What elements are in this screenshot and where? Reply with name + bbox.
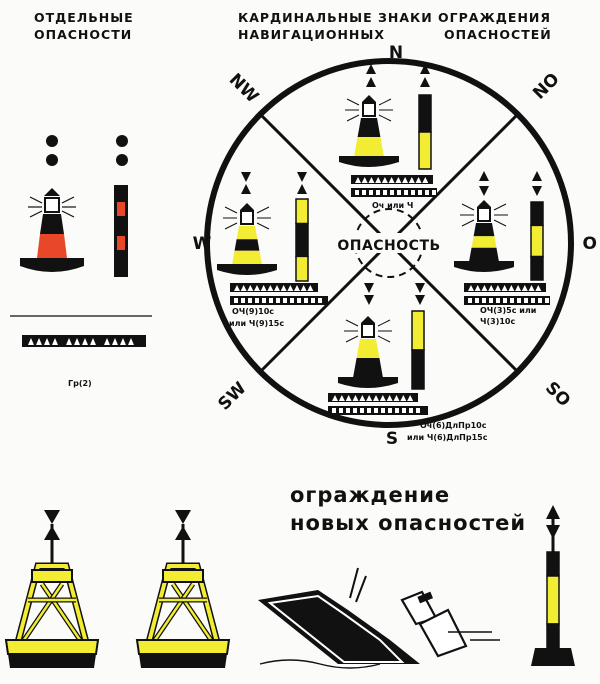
compass-letter-w: W bbox=[193, 234, 212, 254]
isolated-title-line1: ОТДЕЛЬНЫЕ bbox=[34, 10, 134, 25]
east-cardinal-marks bbox=[454, 171, 550, 305]
compass-letter-nw: NW bbox=[225, 70, 263, 108]
north-cardinal-marks bbox=[339, 64, 437, 197]
east-light-signal-2: Ч(3)10с bbox=[480, 317, 515, 326]
west-cardinal-marks bbox=[217, 172, 328, 305]
isolated-rhythm-label: Гр(2) bbox=[68, 379, 92, 388]
new-danger-spar-buoy bbox=[531, 505, 575, 666]
danger-center-label: ОПАСНОСТЬ bbox=[337, 238, 440, 254]
new-dangers-title-line1: ограждение bbox=[290, 483, 450, 507]
north-light-signal: Оч или Ч bbox=[372, 201, 413, 210]
compass-letter-o: O bbox=[583, 234, 597, 254]
compass-letter-no: NO bbox=[529, 69, 563, 103]
south-light-signal-2: или Ч(6)ДлПр15с bbox=[407, 433, 488, 442]
new-danger-pillar-buoy-2 bbox=[135, 510, 231, 668]
cardinal-title-line1: КАРДИНАЛЬНЫЕ ЗНАКИ ОГРАЖДЕНИЯ bbox=[238, 10, 551, 25]
isolated-danger-topmark-left bbox=[46, 135, 58, 166]
south-cardinal-marks bbox=[328, 283, 428, 415]
compass-letter-so: SO bbox=[541, 378, 574, 411]
west-light-signal-1: ОЧ(9)10с bbox=[232, 307, 274, 316]
new-danger-pillar-buoy-1 bbox=[4, 510, 100, 668]
east-light-signal-1: ОЧ(3)5с или bbox=[480, 306, 536, 315]
sinking-ship bbox=[258, 567, 500, 669]
cardinal-title-line2a: НАВИГАЦИОННЫХ bbox=[238, 27, 385, 42]
south-light-signal-1: Оч(6)ДлПр10с bbox=[420, 421, 487, 430]
isolated-danger-topmark-right bbox=[116, 135, 128, 166]
compass-letter-s: S bbox=[386, 429, 398, 449]
new-dangers-title-line2: новых опасностей bbox=[290, 511, 526, 535]
compass-letter-sw: SW bbox=[214, 378, 250, 414]
west-light-signal-2: или Ч(9)15с bbox=[229, 319, 284, 328]
isolated-danger-spar bbox=[114, 185, 128, 277]
isolated-light-rhythm-bar bbox=[22, 335, 146, 347]
isolated-title-line2: ОПАСНОСТИ bbox=[34, 27, 132, 42]
compass-letter-n: N bbox=[389, 43, 403, 63]
compass-rose bbox=[204, 58, 574, 428]
cardinal-title-line2b: ОПАСНОСТЕЙ bbox=[444, 27, 552, 42]
isolated-danger-lighthouse bbox=[20, 188, 84, 272]
